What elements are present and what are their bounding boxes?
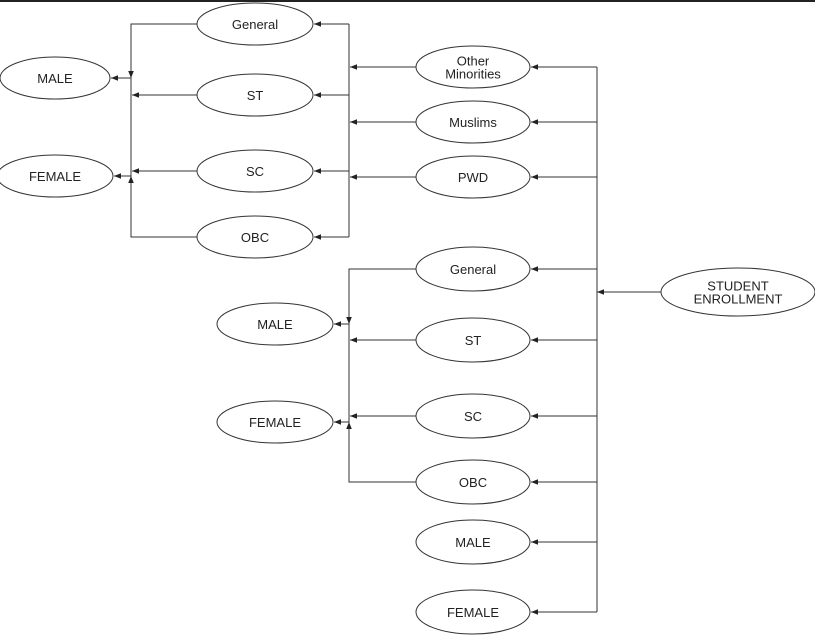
node-minority-1[interactable]: Muslims xyxy=(415,100,531,144)
node-lower-general-label: General xyxy=(450,262,496,277)
node-student-enrollment-shape xyxy=(660,267,815,317)
node-lower-sc[interactable]: SC xyxy=(415,393,531,439)
node-upper-obc-shape xyxy=(196,215,314,259)
node-lower-sc-shape xyxy=(415,393,531,439)
node-upper-obc-label: OBC xyxy=(241,230,269,245)
node-upper-male-label: MALE xyxy=(37,71,73,86)
node-lower-male-label: MALE xyxy=(257,317,293,332)
node-lower-female[interactable]: FEMALE xyxy=(216,400,334,444)
node-lower-obc-shape xyxy=(415,459,531,505)
node-direct-female-shape xyxy=(415,589,531,635)
node-upper-male[interactable]: MALE xyxy=(0,56,111,100)
connector-line xyxy=(346,268,416,324)
node-lower-sc-label: SC xyxy=(464,409,482,424)
node-minority-2-label: PWD xyxy=(458,170,488,185)
node-minority-2-shape xyxy=(415,155,531,199)
node-minority-1-label: Muslims xyxy=(449,115,497,130)
connector-line xyxy=(128,176,197,238)
node-minority-0-label: Other xyxy=(457,54,490,69)
node-lower-female-label: FEMALE xyxy=(249,415,301,430)
window-top-border xyxy=(0,0,815,2)
node-direct-female[interactable]: FEMALE xyxy=(415,589,531,635)
node-direct-male[interactable]: MALE xyxy=(415,519,531,565)
node-minority-1-shape xyxy=(415,100,531,144)
node-lower-general[interactable]: General xyxy=(415,246,531,292)
node-minority-2[interactable]: PWD xyxy=(415,155,531,199)
node-student-enrollment-label: STUDENT xyxy=(707,279,768,294)
node-upper-female[interactable]: FEMALE xyxy=(0,154,114,198)
node-upper-general[interactable]: General xyxy=(196,2,314,46)
node-upper-male-shape xyxy=(0,56,111,100)
node-student-enrollment-label: ENROLLMENT xyxy=(694,292,783,307)
node-upper-sc-label: SC xyxy=(246,164,264,179)
node-upper-female-label: FEMALE xyxy=(29,169,81,184)
node-direct-male-shape xyxy=(415,519,531,565)
node-upper-st-shape xyxy=(196,73,314,117)
node-upper-st-label: ST xyxy=(247,88,264,103)
node-direct-male-label: MALE xyxy=(455,535,491,550)
node-lower-male[interactable]: MALE xyxy=(216,302,334,346)
node-upper-sc[interactable]: SC xyxy=(196,149,314,193)
node-minority-0-shape xyxy=(415,45,531,89)
node-upper-obc[interactable]: OBC xyxy=(196,215,314,259)
node-lower-st[interactable]: ST xyxy=(415,317,531,363)
node-lower-obc-label: OBC xyxy=(459,475,487,490)
connector-line xyxy=(346,422,416,483)
node-lower-st-label: ST xyxy=(465,333,482,348)
node-upper-general-label: General xyxy=(232,17,278,32)
node-lower-female-shape xyxy=(216,400,334,444)
node-upper-female-shape xyxy=(0,154,114,198)
node-direct-female-label: FEMALE xyxy=(447,605,499,620)
node-upper-general-shape xyxy=(196,2,314,46)
node-lower-male-shape xyxy=(216,302,334,346)
connector-line xyxy=(128,23,197,78)
node-lower-obc[interactable]: OBC xyxy=(415,459,531,505)
node-minority-0-label: Minorities xyxy=(445,67,501,82)
node-lower-general-shape xyxy=(415,246,531,292)
node-upper-st[interactable]: ST xyxy=(196,73,314,117)
node-upper-sc-shape xyxy=(196,149,314,193)
node-lower-st-shape xyxy=(415,317,531,363)
